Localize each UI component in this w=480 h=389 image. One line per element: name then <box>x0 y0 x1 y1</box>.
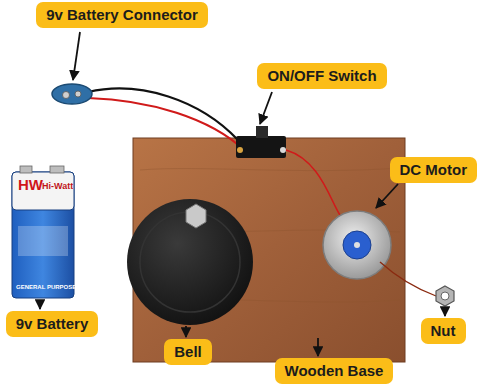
label-box: 9v Battery <box>6 311 99 337</box>
part-label: 9v Battery Connector <box>46 6 198 24</box>
label-box: Wooden Base <box>275 358 394 384</box>
battery-terminal <box>50 166 64 173</box>
leader-arrow <box>260 92 272 124</box>
part-label: Wooden Base <box>285 362 384 380</box>
leader-arrow <box>376 184 398 208</box>
bell-ring <box>140 212 240 312</box>
battery-terminal <box>20 166 32 173</box>
part-label: DC Motor <box>400 161 468 179</box>
snap-terminal <box>63 92 70 99</box>
snap-terminal <box>75 91 81 97</box>
wire <box>286 150 340 215</box>
nut <box>436 286 454 306</box>
label-box: ON/OFF Switch <box>257 63 386 89</box>
solder-point <box>237 147 243 153</box>
battery-print: GENERAL PURPOSE <box>16 284 76 290</box>
battery-connector <box>52 84 92 104</box>
label-box: Nut <box>421 318 466 344</box>
label-box: 9v Battery Connector <box>36 2 208 28</box>
motor-hub <box>343 231 371 259</box>
label-box: Bell <box>164 339 212 365</box>
part-label: Nut <box>431 322 456 340</box>
leader-arrow <box>317 338 319 356</box>
bell-bolt <box>186 204 206 228</box>
battery-top-band <box>12 172 74 210</box>
part-label: Bell <box>174 343 202 361</box>
leader-arrow <box>39 300 41 309</box>
leader-arrow <box>444 307 446 316</box>
battery-print: Hi-Watt <box>42 181 73 191</box>
label-box: DC Motor <box>390 157 478 183</box>
switch-body <box>236 136 286 158</box>
motor-shaft <box>354 242 360 248</box>
black-wire <box>88 89 238 140</box>
nut-hole <box>441 292 449 300</box>
bell <box>127 199 253 325</box>
leader-arrow <box>185 326 187 337</box>
battery-print: HW <box>18 176 43 193</box>
switch-lever <box>256 126 268 138</box>
part-label: 9v Battery <box>16 315 89 333</box>
battery-body <box>12 172 74 298</box>
red-wire <box>88 98 244 150</box>
motor-wire <box>380 262 436 296</box>
dc-motor <box>323 211 391 279</box>
battery-panel <box>18 226 68 256</box>
solder-point <box>280 147 286 153</box>
leader-arrow <box>73 32 80 80</box>
part-label: ON/OFF Switch <box>267 67 376 85</box>
